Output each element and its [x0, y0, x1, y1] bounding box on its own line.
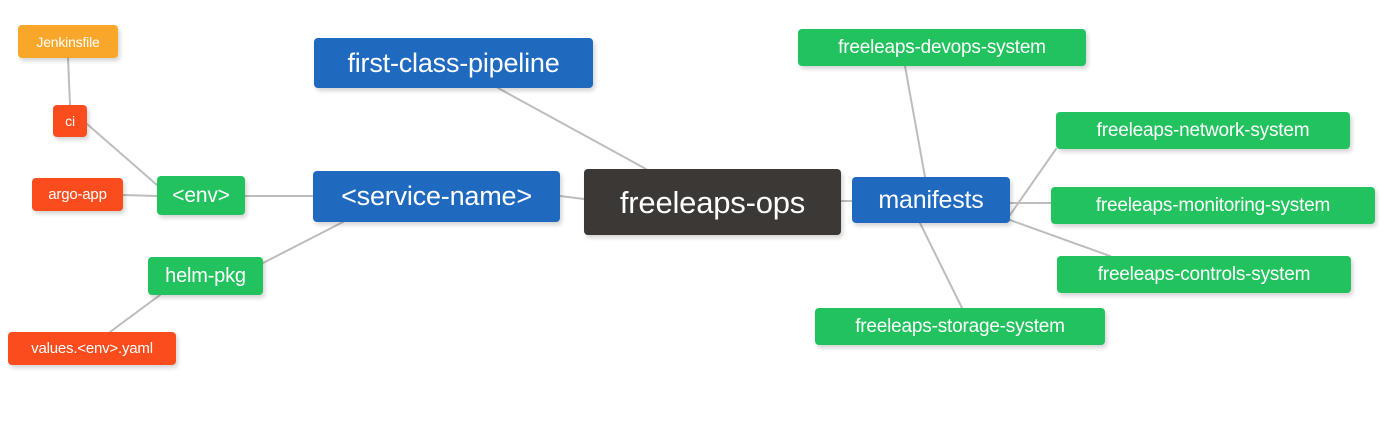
- edge-servicename-ops: [559, 195, 585, 200]
- node-label-first-class-pipeline: first-class-pipeline: [347, 47, 560, 78]
- node-argo-app[interactable]: argo-app: [32, 178, 123, 211]
- node-env[interactable]: <env>: [157, 176, 245, 215]
- node-label-helm-pkg: helm-pkg: [165, 265, 246, 287]
- edge-manifests-network: [1009, 148, 1057, 216]
- node-label-values-yaml: values.<env>.yaml: [31, 340, 153, 357]
- node-freeleaps-monitoring-system[interactable]: freeleaps-monitoring-system: [1051, 187, 1375, 224]
- edge-argoapp-env: [122, 194, 158, 197]
- node-first-class-pipeline[interactable]: first-class-pipeline: [314, 38, 593, 88]
- node-label-freeleaps-ops: freeleaps-ops: [619, 184, 806, 220]
- node-label-freeleaps-devops-system: freeleaps-devops-system: [838, 37, 1046, 58]
- node-freeleaps-network-system[interactable]: freeleaps-network-system: [1056, 112, 1350, 149]
- node-label-service-name: <service-name>: [341, 181, 532, 211]
- node-service-name[interactable]: <service-name>: [313, 171, 560, 222]
- edge-jenkinsfile-ci: [67, 57, 71, 106]
- node-values-yaml[interactable]: values.<env>.yaml: [8, 332, 176, 365]
- node-label-freeleaps-storage-system: freeleaps-storage-system: [855, 316, 1065, 337]
- node-freeleaps-devops-system[interactable]: freeleaps-devops-system: [798, 29, 1086, 66]
- edge-ci-env: [86, 123, 158, 186]
- node-jenkinsfile[interactable]: Jenkinsfile: [18, 25, 118, 58]
- edge-pipeline-ops: [497, 87, 647, 170]
- node-label-freeleaps-network-system: freeleaps-network-system: [1096, 120, 1310, 141]
- node-label-freeleaps-controls-system: freeleaps-controls-system: [1097, 264, 1311, 285]
- node-manifests[interactable]: manifests: [852, 177, 1010, 223]
- node-freeleaps-ops[interactable]: freeleaps-ops: [584, 169, 841, 235]
- node-label-manifests: manifests: [878, 185, 984, 214]
- node-label-jenkinsfile: Jenkinsfile: [36, 33, 100, 50]
- edge-manifests-devops: [904, 65, 926, 178]
- node-ci[interactable]: ci: [53, 105, 87, 137]
- edge-manifests-controls: [1009, 219, 1111, 257]
- node-label-env: <env>: [172, 184, 230, 207]
- edge-servicename-helmpkg: [262, 221, 344, 264]
- node-label-ci: ci: [65, 113, 75, 129]
- node-freeleaps-storage-system[interactable]: freeleaps-storage-system: [815, 308, 1105, 345]
- node-freeleaps-controls-system[interactable]: freeleaps-controls-system: [1057, 256, 1351, 293]
- node-helm-pkg[interactable]: helm-pkg: [148, 257, 263, 295]
- edge-manifests-storage: [919, 222, 963, 309]
- node-label-argo-app: argo-app: [48, 186, 107, 203]
- node-label-freeleaps-monitoring-system: freeleaps-monitoring-system: [1095, 195, 1331, 216]
- edge-helmpkg-values: [109, 294, 161, 333]
